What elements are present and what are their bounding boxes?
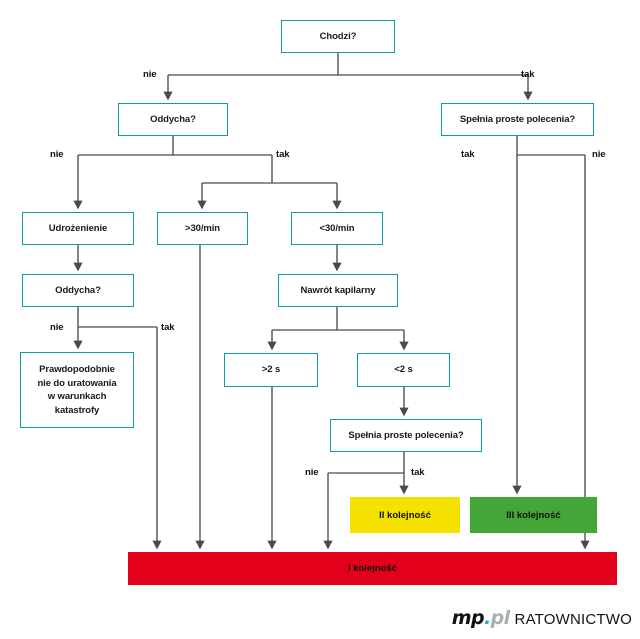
node-lt2s[interactable]: <2 s [357, 353, 450, 387]
node-chodzi[interactable]: Chodzi? [281, 20, 395, 53]
brand-mark-dot: . [483, 607, 491, 629]
edge-label-spelnia1-nie: nie [592, 149, 606, 160]
brand-mark-pl: pl [490, 607, 511, 629]
node-spelnia-proste-polecenia-2[interactable]: Spełnia proste polecenia? [330, 419, 482, 452]
edge-label-oddycha2-nie: nie [50, 322, 64, 333]
edge-label-spelnia2-nie: nie [305, 467, 319, 478]
edge-label-chodzi-tak: tak [521, 69, 535, 80]
edge-label-oddycha2-tak: tak [161, 322, 175, 333]
edge-label-chodzi-nie: nie [143, 69, 157, 80]
edge-label-spelnia2-tak: tak [411, 467, 425, 478]
edge-label-oddycha1-nie: nie [50, 149, 64, 160]
priority-box-iii-kolejnosc[interactable]: III kolejność [470, 497, 597, 533]
node-oddycha-2[interactable]: Oddycha? [22, 274, 134, 307]
brand-logo: mp . pl RATOWNICTWO [452, 607, 632, 629]
brand-word-ratownictwo: RATOWNICTWO [514, 611, 632, 628]
node-prawdopodobnie-nie-do-uratowania[interactable]: Prawdopodobnie nie do uratowania w warun… [20, 352, 134, 428]
node-udroznienie[interactable]: Udrożenienie [22, 212, 134, 245]
node-gt30-per-min[interactable]: >30/min [157, 212, 248, 245]
brand-mark-mp: mp [451, 607, 485, 629]
edge-label-oddycha1-tak: tak [276, 149, 290, 160]
priority-box-i-kolejnosc[interactable]: I kolejność [128, 552, 617, 585]
node-gt2s[interactable]: >2 s [224, 353, 318, 387]
priority-box-ii-kolejnosc[interactable]: II kolejność [350, 497, 460, 533]
node-spelnia-proste-polecenia-1[interactable]: Spełnia proste polecenia? [441, 103, 594, 136]
node-oddycha-1[interactable]: Oddycha? [118, 103, 228, 136]
node-lt30-per-min[interactable]: <30/min [291, 212, 383, 245]
edge-label-spelnia1-tak: tak [461, 149, 475, 160]
node-nawrot-kapilarny[interactable]: Nawrót kapilarny [278, 274, 398, 307]
